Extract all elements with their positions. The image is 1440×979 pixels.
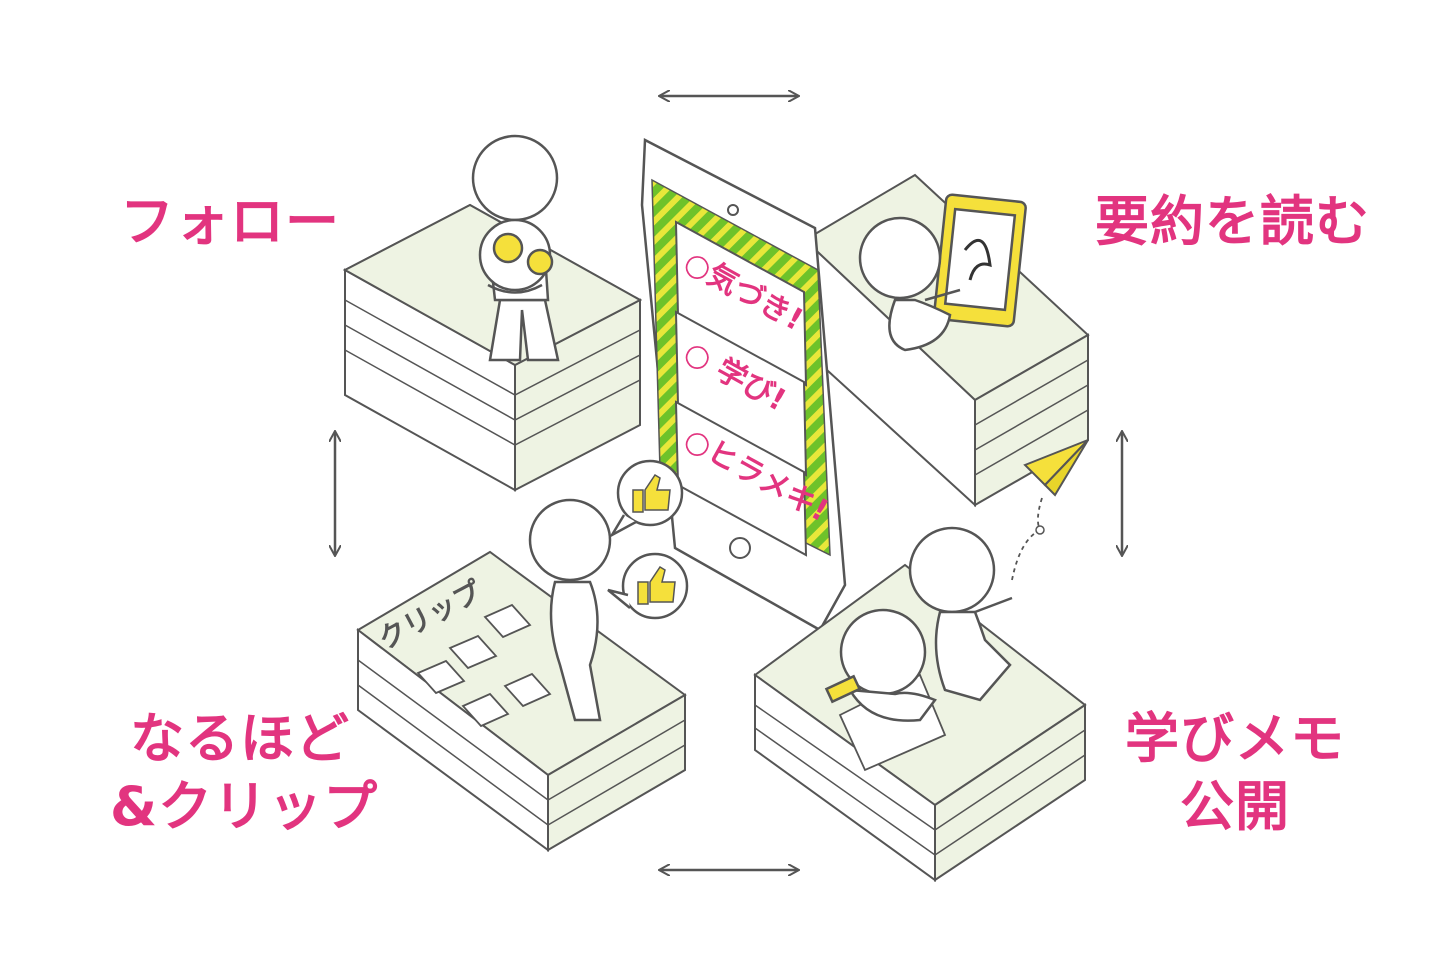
central-tablet: ○気づき! ○ 学び! ○ヒラメキ! xyxy=(642,140,845,630)
label-clip-line2: &クリップ xyxy=(110,773,370,841)
label-read-summary: 要約を読む xyxy=(1095,188,1370,256)
label-clip-line1: なるほど xyxy=(110,705,370,773)
label-clip: なるほど &クリップ xyxy=(110,705,370,840)
label-memo: 学びメモ 公開 xyxy=(1105,705,1365,840)
label-follow: フォロー xyxy=(120,188,340,256)
label-memo-line2: 公開 xyxy=(1105,773,1365,841)
label-memo-line1: 学びメモ xyxy=(1105,705,1365,773)
like-bubble-2 xyxy=(608,554,687,618)
